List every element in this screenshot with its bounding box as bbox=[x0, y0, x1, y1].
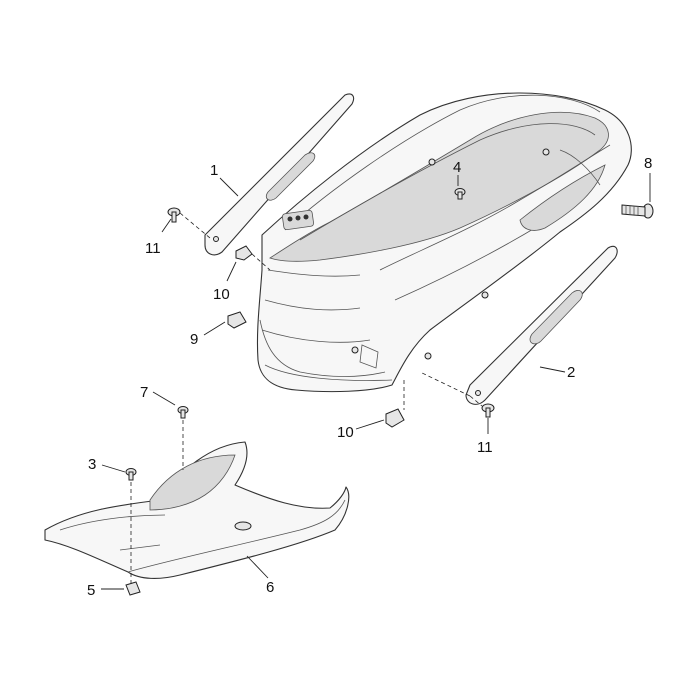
side-trim-left bbox=[204, 93, 355, 256]
rear-body-cover bbox=[256, 92, 632, 393]
clip-upper bbox=[235, 245, 253, 261]
screw-left bbox=[167, 207, 181, 223]
leader-9 bbox=[203, 321, 226, 336]
callout-6: 6 bbox=[266, 579, 274, 596]
callout-1: 1 bbox=[210, 162, 218, 179]
clip-lower bbox=[385, 408, 405, 428]
leader-6 bbox=[246, 555, 269, 579]
screw-three bbox=[125, 468, 137, 481]
leader-3 bbox=[101, 464, 126, 473]
callout-7: 7 bbox=[140, 384, 148, 401]
leader-10a bbox=[226, 261, 237, 282]
lower-cover bbox=[44, 441, 350, 579]
callout-11-left: 11 bbox=[145, 240, 161, 257]
screw-four bbox=[454, 188, 466, 200]
leader-10b bbox=[355, 419, 385, 430]
callout-10-lower: 10 bbox=[337, 424, 354, 441]
clip-nine bbox=[227, 311, 247, 329]
callout-4: 4 bbox=[453, 159, 461, 176]
screw-eight bbox=[621, 203, 654, 219]
screw-seven bbox=[177, 406, 189, 419]
callout-5: 5 bbox=[87, 582, 95, 599]
leader-7 bbox=[152, 391, 176, 406]
callout-10-upper: 10 bbox=[213, 286, 230, 303]
callout-8: 8 bbox=[644, 155, 652, 172]
screw-right bbox=[481, 403, 495, 418]
side-trim-right bbox=[465, 245, 618, 405]
leader-11a bbox=[161, 218, 172, 233]
callout-9: 9 bbox=[190, 331, 198, 348]
callout-3: 3 bbox=[88, 456, 96, 473]
leader-2 bbox=[539, 366, 566, 373]
leader-1 bbox=[219, 177, 239, 197]
callout-11-right: 11 bbox=[477, 439, 493, 456]
clip-five bbox=[125, 581, 141, 596]
callout-2: 2 bbox=[567, 364, 575, 381]
